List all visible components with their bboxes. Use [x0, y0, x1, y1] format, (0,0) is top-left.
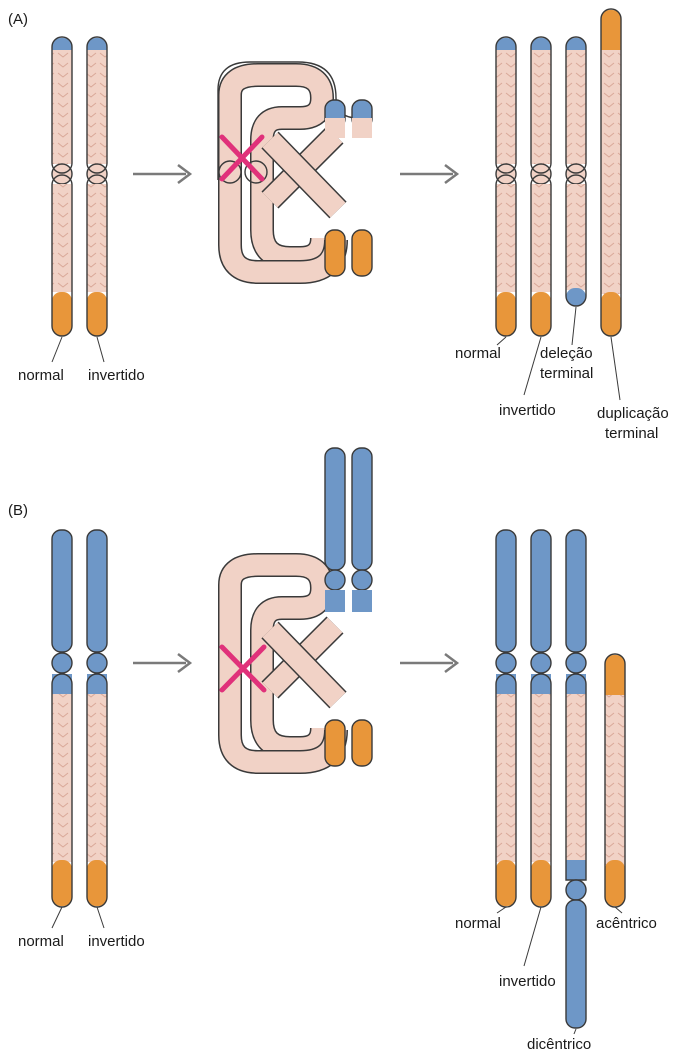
label-result-inverted-a: invertido — [499, 402, 556, 419]
label-result-inverted-b: invertido — [499, 973, 556, 990]
leader-line — [574, 1029, 576, 1034]
label-result-normal-a: normal — [455, 345, 501, 362]
panel-a: (A) normal invertido — [8, 9, 669, 442]
chromosome-normal-a — [52, 37, 72, 336]
leader-line — [497, 907, 506, 913]
chromosome-inverted-b — [87, 530, 107, 907]
arrow-right-icon — [133, 654, 190, 672]
leader-line — [615, 907, 622, 913]
panel-b-label: (B) — [8, 502, 28, 519]
leader-line — [611, 337, 620, 400]
panel-a-label: (A) — [8, 11, 28, 28]
label-deletion-line2: terminal — [540, 365, 593, 382]
arrow-right-icon — [400, 654, 457, 672]
result-normal-b — [496, 530, 516, 907]
leader-line — [497, 337, 506, 345]
leader-line — [97, 337, 104, 362]
leader-line — [52, 337, 62, 362]
chromosome-inverted-a — [87, 37, 107, 336]
panel-b: (B) normal invertido — [8, 448, 657, 1053]
result-duplication-a — [601, 9, 621, 336]
result-acentric-b — [605, 654, 625, 907]
result-deletion-a — [566, 37, 586, 306]
leader-line — [524, 337, 541, 395]
label-deletion-line1: deleção — [540, 345, 593, 362]
result-inverted-a — [531, 37, 551, 336]
label-normal-a: normal — [18, 367, 64, 384]
leader-line — [572, 307, 576, 345]
result-normal-a — [496, 37, 516, 336]
label-duplication-line1: duplicação — [597, 405, 669, 422]
label-duplication-line2: terminal — [605, 425, 658, 442]
inversion-loop-a — [218, 62, 372, 276]
label-normal-b: normal — [18, 933, 64, 950]
leader-line — [97, 907, 104, 928]
result-inverted-b — [531, 530, 551, 907]
label-result-normal-b: normal — [455, 915, 501, 932]
inversion-loop-b — [230, 448, 372, 766]
label-dicentric: dicêntrico — [527, 1036, 591, 1053]
label-inverted-a: invertido — [88, 367, 145, 384]
arrow-right-icon — [400, 165, 457, 183]
leader-line — [524, 907, 541, 966]
arrow-right-icon — [133, 165, 190, 183]
chromosome-normal-b — [52, 530, 72, 907]
result-dicentric-b — [566, 530, 586, 1028]
leader-line — [52, 907, 62, 928]
label-acentric: acêntrico — [596, 915, 657, 932]
label-inverted-b: invertido — [88, 933, 145, 950]
